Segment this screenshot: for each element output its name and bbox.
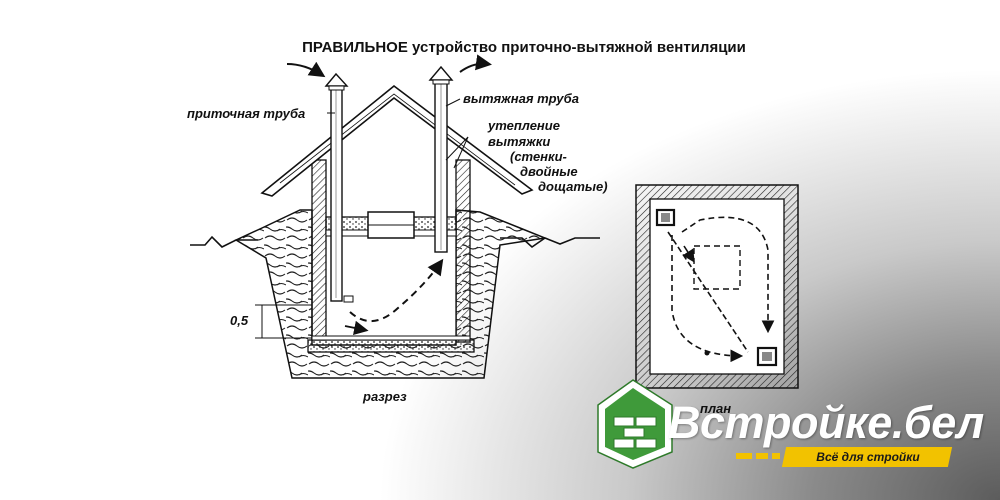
label-insulation-2: вытяжки xyxy=(488,134,550,149)
label-supply-pipe: приточная труба xyxy=(187,106,305,121)
inflow-arrow xyxy=(286,61,326,78)
brick-house-icon xyxy=(597,379,673,469)
label-plan: план xyxy=(700,401,731,416)
outflow-arrow xyxy=(459,54,492,73)
label-insulation-4: двойные xyxy=(520,164,578,179)
brand-name: Встройке.бел xyxy=(668,397,984,448)
label-insulation-3: (стенки- xyxy=(510,149,567,164)
brand-tagline: Всё для стройки xyxy=(816,450,920,464)
label-exhaust-pipe: вытяжная труба xyxy=(463,91,579,106)
floor-slab xyxy=(307,339,475,353)
plan-view xyxy=(635,184,799,389)
roof xyxy=(260,84,534,197)
label-section: разрез xyxy=(362,389,407,404)
plan-hatch xyxy=(693,245,741,290)
airflow-arrow-section xyxy=(349,258,444,322)
label-dimension: 0,5 xyxy=(230,313,249,328)
airflow-arrow-plan-1 xyxy=(667,231,749,353)
left-wall xyxy=(311,159,327,341)
supply-pipe xyxy=(324,72,354,303)
label-insulation-1: утепление xyxy=(487,118,560,133)
right-wall xyxy=(455,159,471,343)
label-insulation-5: дощатые) xyxy=(538,179,608,194)
diagram-title: ПРАВИЛЬНОЕ устройство приточно-вытяжной … xyxy=(302,39,746,56)
section-view xyxy=(190,54,600,379)
exhaust-pipe xyxy=(428,65,454,253)
